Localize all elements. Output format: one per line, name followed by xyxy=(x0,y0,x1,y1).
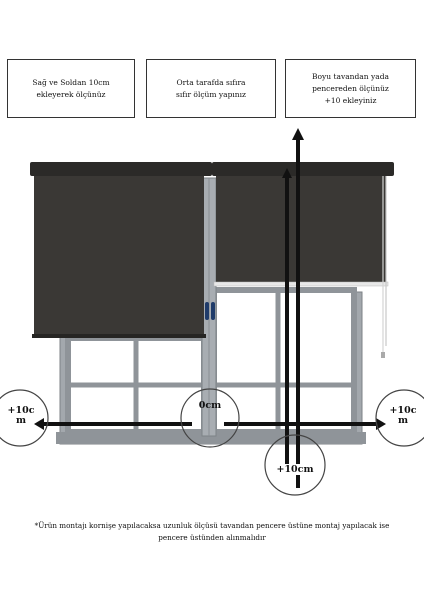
instruction-text-height: Boyu tavandan yada pencereden ölçünüz +1… xyxy=(312,71,389,105)
left-blind-cassette xyxy=(30,162,212,176)
window-handle-icon xyxy=(205,302,209,320)
right-blind-cassette xyxy=(212,162,394,176)
left-measure-circle xyxy=(0,389,49,447)
instruction-box-sides: Sağ ve Soldan 10cm ekleyerek ölçünüz xyxy=(7,59,135,118)
right-blind-bottom-bar xyxy=(213,281,389,287)
right-sash xyxy=(211,287,357,435)
height-arrow-up-long-icon xyxy=(292,128,304,140)
instruction-box-center: Orta tarafda sıfıra sıfır ölçüm yapınız xyxy=(146,59,276,118)
bottom-measure-circle xyxy=(264,434,326,496)
instruction-text-sides: Sağ ve Soldan 10cm ekleyerek ölçünüz xyxy=(32,77,110,99)
left-arrow-icon xyxy=(34,418,44,430)
footnote: *Ürün montajı kornişe yapılacaksa uzunlu… xyxy=(34,521,390,542)
instruction-box-height: Boyu tavandan yada pencereden ölçünüz +1… xyxy=(285,59,416,118)
height-arrow-up-short-icon xyxy=(282,168,292,178)
left-measure-label: +10c m xyxy=(7,405,35,426)
center-measure-label: 0cm xyxy=(198,400,222,411)
instruction-text-center: Orta tarafda sıfıra sıfır ölçüm yapınız xyxy=(176,77,246,99)
left-blind-bottom-bar xyxy=(32,334,206,338)
bottom-measure-label: +10cm xyxy=(270,464,320,475)
right-measure-circle xyxy=(375,389,424,447)
center-measure-circle xyxy=(180,388,240,448)
right-measure-label: +10c m xyxy=(389,405,417,426)
right-arrow-icon xyxy=(376,418,386,430)
left-blind-fabric xyxy=(34,176,204,336)
right-blind-fabric xyxy=(216,176,386,284)
